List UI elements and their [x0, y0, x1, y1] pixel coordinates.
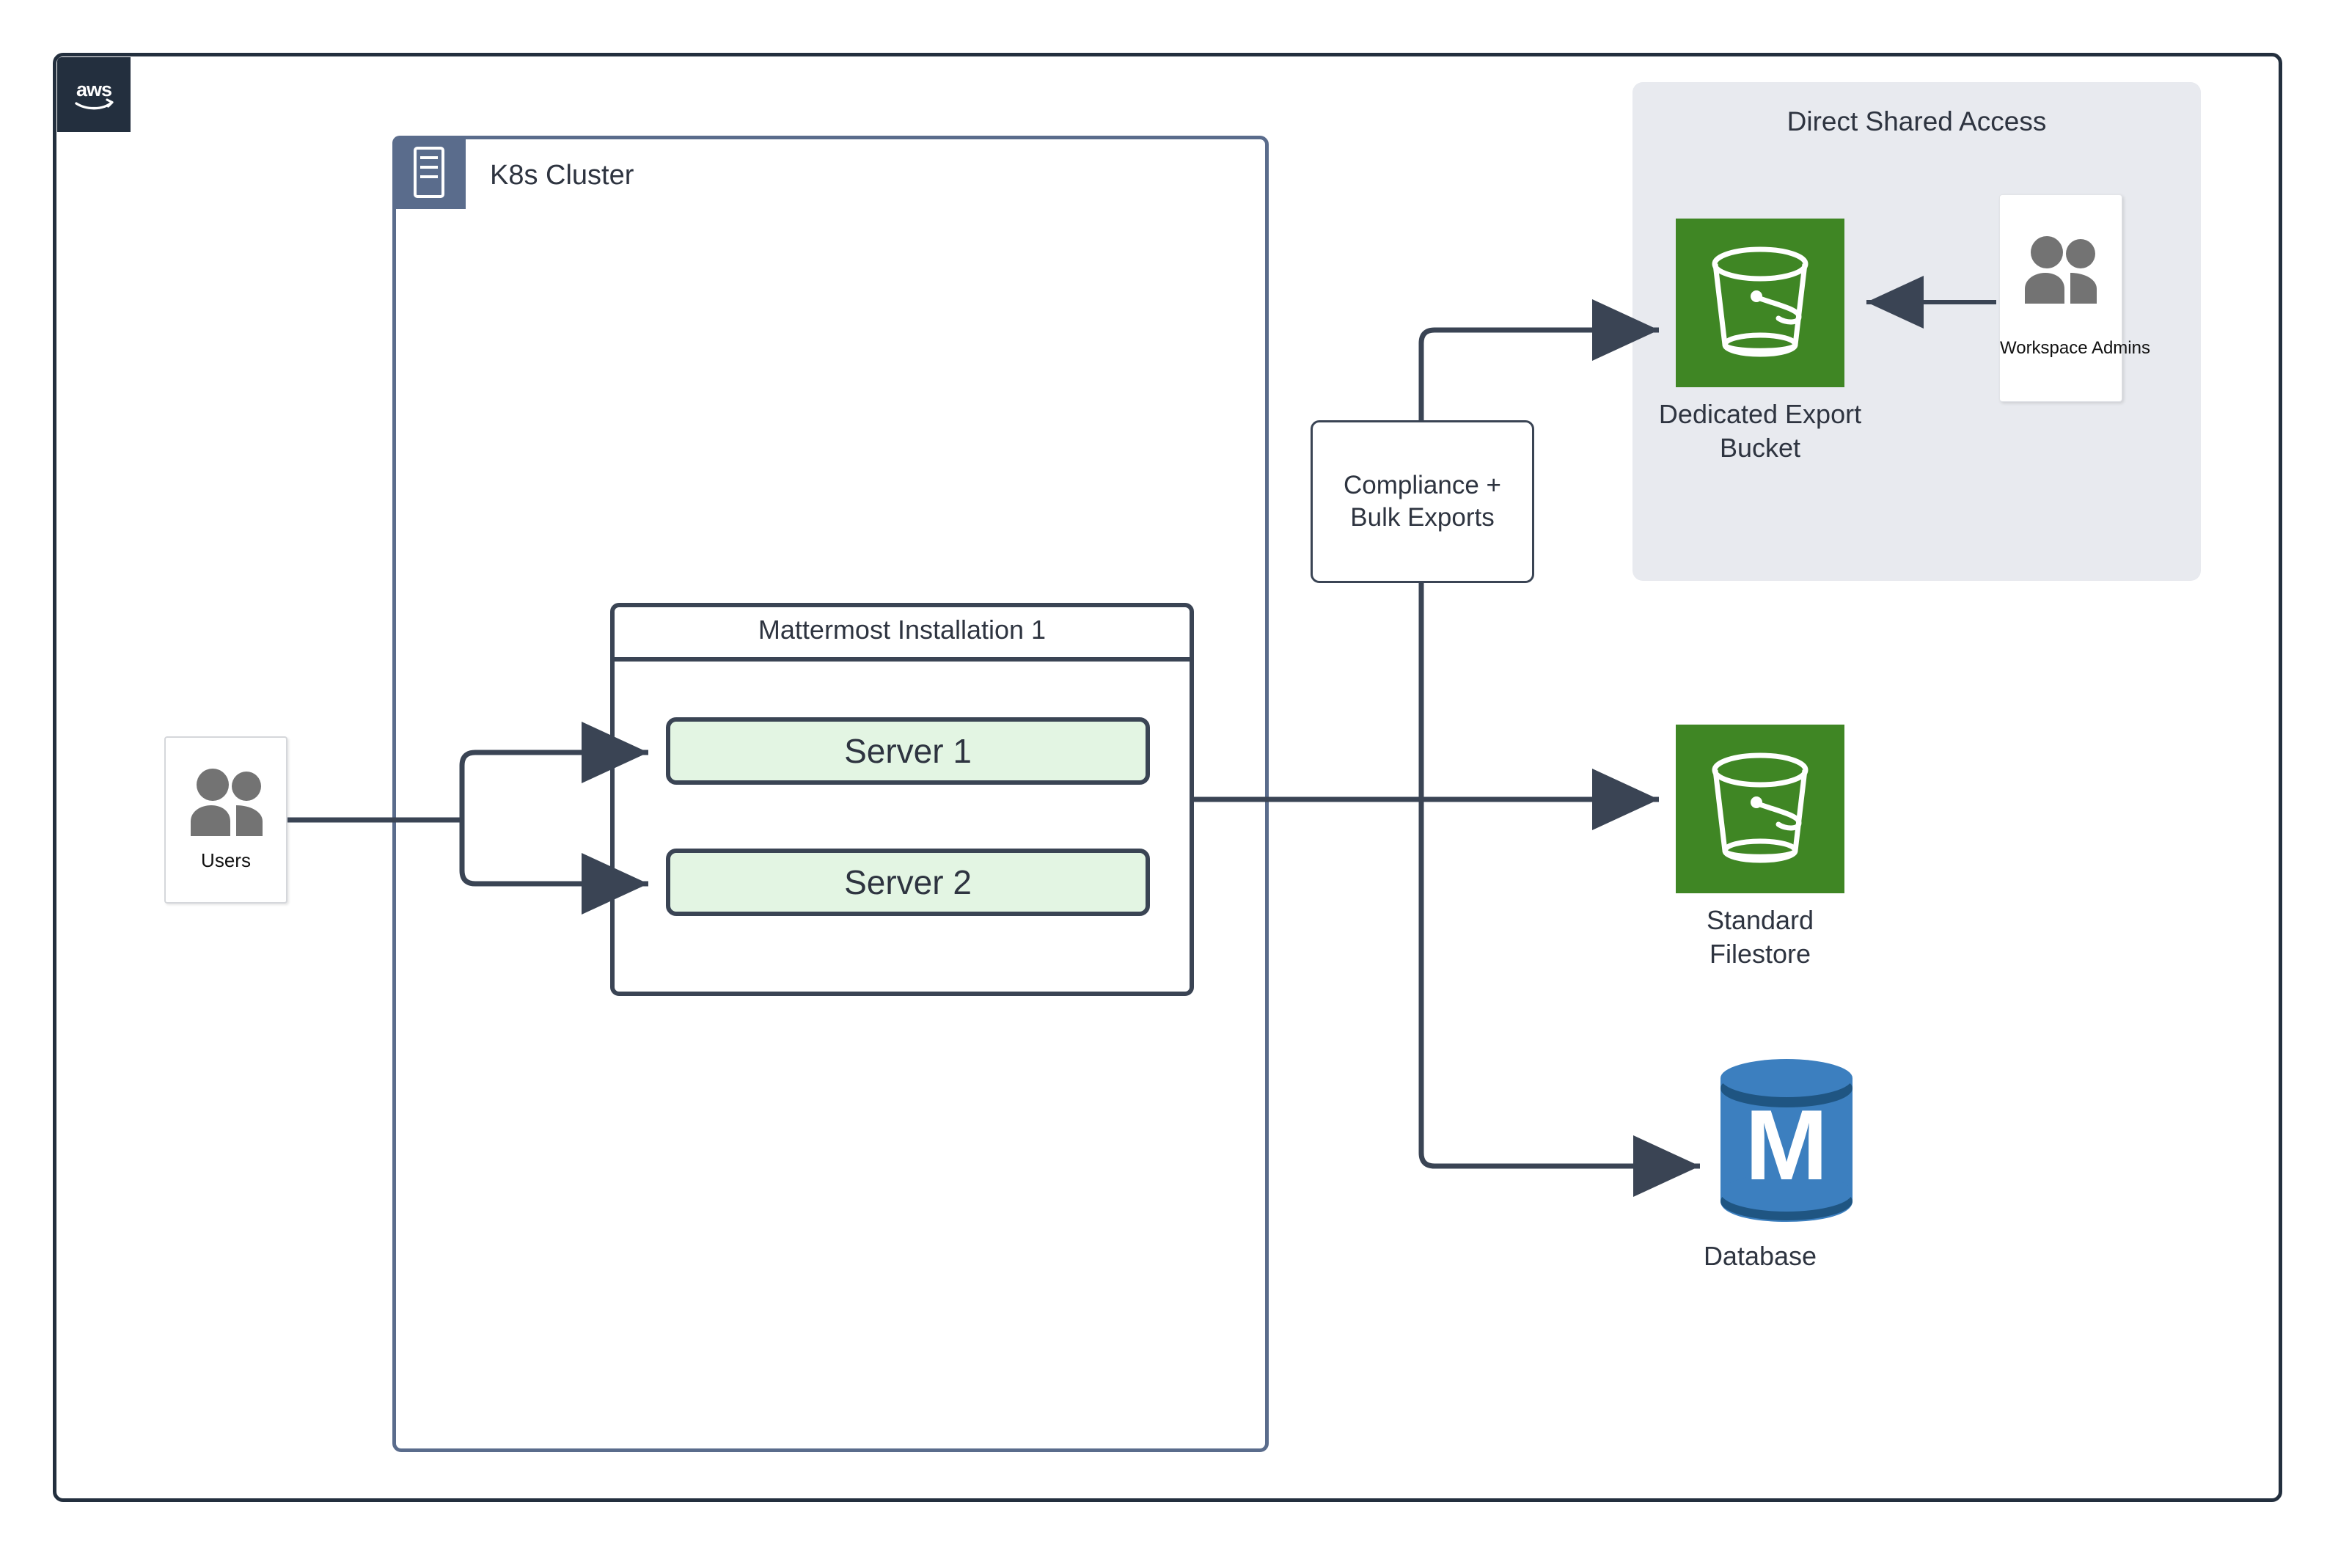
server-2-node[interactable]: Server 2 [666, 849, 1150, 916]
direct-shared-access-label: Direct Shared Access [1787, 106, 2047, 136]
database-label: Database [1595, 1239, 1925, 1273]
mattermost-installation-container [610, 603, 1194, 996]
server-1-node[interactable]: Server 1 [666, 717, 1150, 785]
workspace-admins-node[interactable]: Workspace Admins [1999, 194, 2150, 402]
compliance-label-line2: Bulk Exports [1350, 503, 1495, 532]
mattermost-installation-label: Mattermost Installation 1 [758, 615, 1047, 645]
workspace-admins-label: Workspace Admins [2000, 338, 2150, 358]
svg-text:M: M [1745, 1089, 1828, 1201]
mattermost-installation-header: Mattermost Installation 1 [610, 603, 1194, 662]
users-group-icon [182, 766, 273, 840]
k8s-cluster-label: K8s Cluster [490, 160, 634, 191]
aws-cloud-boundary [53, 53, 2282, 1502]
database-caption-line1: Database [1703, 1241, 1817, 1271]
compliance-label-line1: Compliance + [1344, 471, 1501, 500]
svg-text:aws: aws [76, 78, 111, 100]
mysql-database-icon[interactable]: M [1717, 1056, 1856, 1223]
standard-caption-line2: Filestore [1709, 939, 1811, 970]
standard-filestore-label: Standard Filestore [1595, 904, 1925, 971]
aws-logo-icon: aws [57, 57, 131, 132]
export-caption-line1: Dedicated Export [1658, 399, 1862, 429]
dedicated-export-bucket-label: Dedicated Export Bucket [1595, 398, 1925, 465]
server-rack-icon [392, 136, 466, 209]
server-1-label: Server 1 [844, 732, 972, 770]
dedicated-export-bucket-icon[interactable] [1676, 219, 1844, 387]
users-node[interactable]: Users [164, 736, 287, 904]
compliance-bulk-exports-node[interactable]: Compliance + Bulk Exports [1311, 420, 1534, 583]
users-label: Users [201, 849, 251, 871]
export-caption-line2: Bucket [1719, 433, 1801, 464]
standard-caption-line1: Standard [1706, 905, 1814, 935]
standard-filestore-icon[interactable] [1676, 725, 1844, 893]
server-2-label: Server 2 [844, 863, 972, 901]
users-group-icon [2016, 233, 2107, 307]
